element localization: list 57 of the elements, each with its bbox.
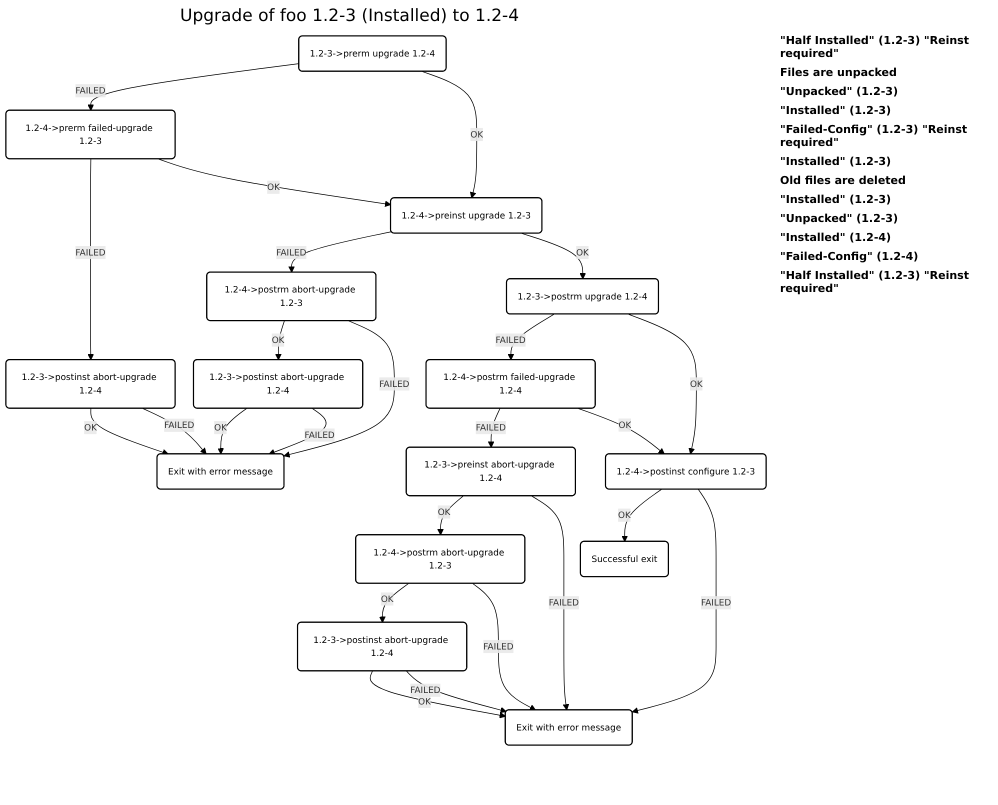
state-note: "Installed" (1.2-3)	[780, 155, 892, 168]
state-note: "Half Installed" (1.2-3) "Reinst required"	[780, 34, 970, 60]
state-note: "Installed" (1.2-4)	[780, 231, 892, 244]
arrow	[370, 670, 506, 718]
state-note: "Unpacked" (1.2-3)	[780, 212, 899, 225]
edge-label: FAILED	[75, 86, 106, 96]
arrow	[531, 496, 570, 710]
state-note: "Installed" (1.2-3)	[780, 104, 892, 117]
edge-label: FAILED	[276, 247, 306, 258]
edge-label: OK	[618, 420, 632, 430]
arrow	[472, 583, 536, 710]
state-note: Old files are deleted	[780, 174, 907, 187]
arrow	[142, 408, 207, 454]
arrow	[88, 158, 94, 360]
edge-label: FAILED	[700, 598, 732, 608]
arrow	[632, 489, 716, 714]
state-note: Files are unpacked	[780, 66, 898, 79]
arrow	[218, 408, 247, 454]
arrow	[621, 489, 662, 542]
edge-label: OK	[576, 247, 589, 258]
edge-label: FAILED	[164, 420, 194, 430]
edge-label: FAILED	[410, 685, 440, 696]
edge-label: OK	[84, 422, 97, 433]
arrow	[422, 71, 478, 198]
arrow	[628, 314, 697, 454]
state-note: "Unpacked" (1.2-3)	[780, 85, 899, 98]
arrow	[437, 496, 464, 536]
edge-label: OK	[690, 378, 703, 390]
arrow	[158, 158, 392, 207]
edge-label: FAILED	[304, 430, 335, 440]
diagram-title: Upgrade of foo 1.2-3 (Installed) to 1.2-4	[180, 6, 520, 26]
state-note: "Half Installed" (1.2-3) "Reinst required"	[780, 269, 970, 295]
arrow	[284, 320, 395, 458]
edge-label: OK	[618, 510, 631, 520]
edge-label: OK	[470, 129, 484, 140]
edge-label: FAILED	[75, 247, 106, 258]
arrow	[88, 63, 300, 111]
arrow	[90, 408, 169, 456]
edge-label: OK	[438, 506, 450, 518]
arrow	[406, 670, 507, 714]
edge-label: FAILED	[476, 422, 506, 433]
edge-label: OK	[267, 182, 280, 192]
edge-label: OK	[214, 422, 227, 433]
edge-label: FAILED	[379, 378, 410, 390]
edge-label: FAILED	[483, 641, 514, 652]
edge-label: OK	[380, 594, 394, 604]
state-note: "Failed-Config" (1.2-4)	[780, 250, 920, 263]
edge-label: OK	[272, 334, 284, 346]
edge-label: OK	[418, 696, 431, 707]
state-note: "Installed" (1.2-3)	[780, 193, 892, 206]
arrow	[379, 583, 409, 623]
edge-label: FAILED	[496, 334, 526, 346]
arrow	[578, 408, 665, 454]
state-note: "Failed-Config" (1.2-3) "Reinst required"	[780, 123, 968, 149]
arrow	[288, 231, 392, 273]
arrow	[521, 233, 586, 280]
edge-label: FAILED	[548, 598, 579, 608]
